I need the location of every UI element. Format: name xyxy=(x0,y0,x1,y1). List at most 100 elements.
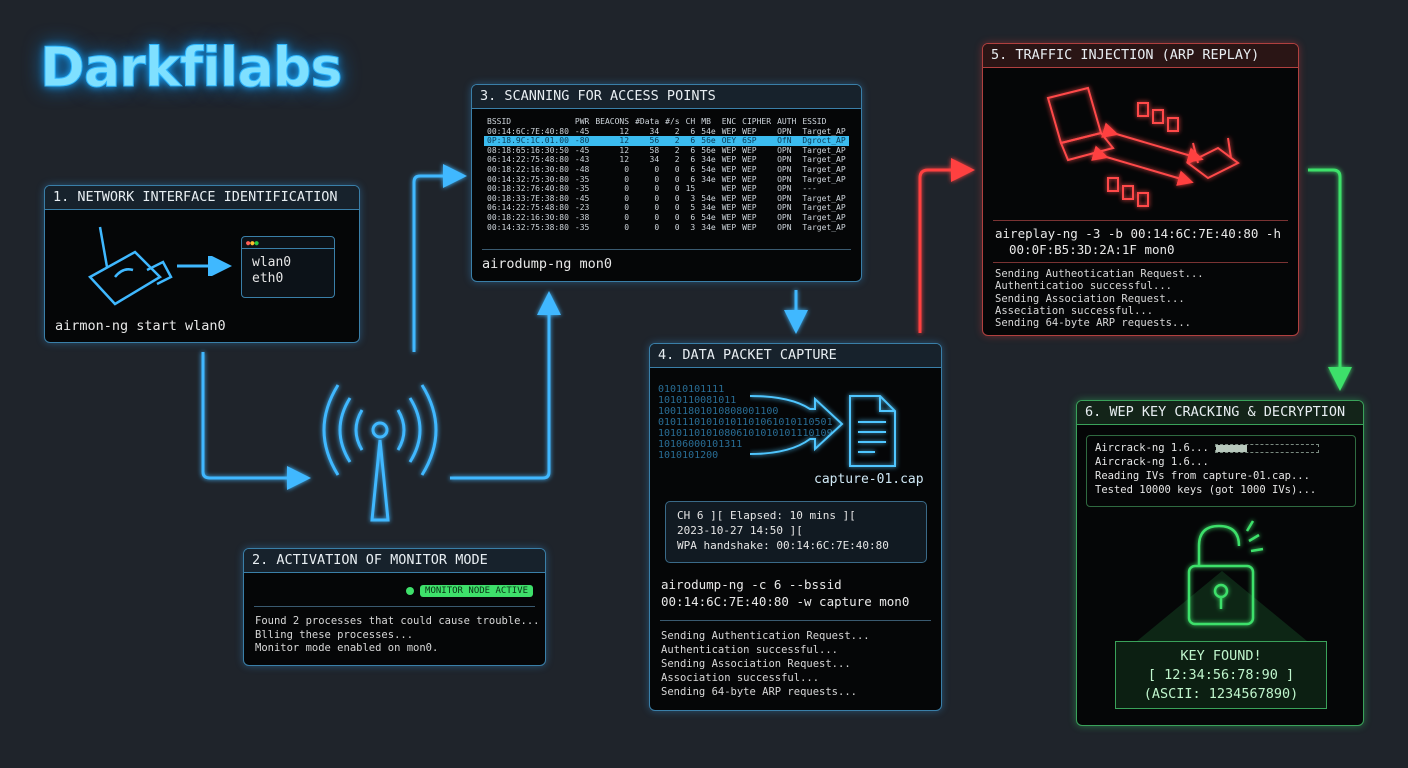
table-cell: -48 xyxy=(574,164,590,174)
crack-progress-bar xyxy=(1215,443,1320,453)
table-cell: WEP xyxy=(742,193,757,203)
laptop-router-injection-icon xyxy=(1046,86,1240,207)
step2-panel: 2. ACTIVATION OF MONITOR MODE MONITOR NO… xyxy=(243,548,546,666)
binary-line: 1010101200 xyxy=(658,450,719,461)
table-cell: 56 xyxy=(632,136,663,146)
column-header: CH xyxy=(685,117,696,126)
arrow-4-to-5 xyxy=(918,158,975,333)
table-cell: -35 xyxy=(574,222,590,232)
step1-title: 1. NETWORK INTERFACE IDENTIFICATION xyxy=(45,186,359,210)
table-cell: 0 xyxy=(674,222,680,232)
table-cell: 0 xyxy=(654,203,660,213)
log-line: Authentication successful... xyxy=(661,644,839,656)
arrow-1-to-antenna xyxy=(201,352,311,490)
key-found-label: KEY FOUND! xyxy=(1180,648,1262,664)
table-cell: 0 xyxy=(674,184,680,194)
table-cell: 54e xyxy=(701,126,716,136)
log-line: Found 2 processes that could cause troub… xyxy=(255,615,540,627)
table-cell: 0 xyxy=(624,212,630,222)
binary-line: 10011801010808001100 xyxy=(658,406,779,417)
table-cell: WEP xyxy=(721,164,737,174)
table-cell: 0 xyxy=(624,184,630,194)
column-header: CIPHER xyxy=(742,117,772,126)
table-cell: 12 xyxy=(619,145,630,155)
table-cell: 3 xyxy=(690,193,696,203)
table-cell: 2 xyxy=(674,155,680,165)
table-cell: 6 xyxy=(690,155,696,165)
table-cell: 00:14:6C:7E:40:80 xyxy=(487,126,569,136)
log-line: Association successful... xyxy=(661,672,820,684)
status-line: CH 6 ][ Elapsed: 10 mins ][ xyxy=(677,509,856,522)
arrow-antenna-to-3b xyxy=(450,291,561,480)
logo: Darkfilabs xyxy=(40,36,344,100)
step2-title: 2. ACTIVATION OF MONITOR MODE xyxy=(244,549,545,573)
table-cell: OPN xyxy=(777,155,792,165)
table-cell: OPN xyxy=(777,174,792,184)
step4-command: airodump-ng -c 6 --bssid xyxy=(661,577,842,592)
table-cell: 2 xyxy=(662,136,683,146)
binary-line: 01011101010101101061010110501 xyxy=(658,417,833,428)
table-cell: -45 xyxy=(574,126,590,136)
status-badge: MONITOR NODE ACTIVE xyxy=(420,585,533,597)
log-line: Blling these processes... xyxy=(255,628,414,641)
table-cell: 54e xyxy=(701,193,716,203)
arrow-antenna-to-3 xyxy=(412,164,467,352)
table-cell: WEP xyxy=(721,145,737,155)
table-cell xyxy=(698,184,718,194)
step4-command: 00:14:6C:7E:40:80 -w capture mon0 xyxy=(661,594,910,609)
log-line: Sending Autheoticatian Request... xyxy=(995,268,1204,280)
table-cell: 00:18:33:7E:38:80 xyxy=(487,193,569,203)
table-cell: WEP xyxy=(721,203,737,213)
key-found-box: KEY FOUND! [ 12:34:56:78:90 ] (ASCII: 12… xyxy=(1115,641,1327,709)
log-line: Sending Authentication Request... xyxy=(661,630,870,642)
antenna-icon xyxy=(322,384,438,522)
step5-command: 00:0F:B5:3D:2A:1F mon0 xyxy=(1009,242,1175,257)
table-cell: 6SP xyxy=(739,136,775,146)
table-cell: 0 xyxy=(624,193,630,203)
table-cell: -38 xyxy=(574,212,590,222)
table-cell: Target_AP xyxy=(802,212,846,222)
table-cell: 6 xyxy=(682,136,699,146)
binary-line: 01010101111 xyxy=(658,384,725,395)
interface-eth0: eth0 xyxy=(252,271,284,286)
table-cell: Target_AP xyxy=(802,126,846,136)
table-cell: 00:14:32:75:38:80 xyxy=(487,222,569,232)
table-cell: 6 xyxy=(690,164,696,174)
table-cell: 34e xyxy=(701,155,716,165)
step1-command: airmon-ng start wlan0 xyxy=(55,318,226,334)
table-cell: Target_AP xyxy=(802,203,846,213)
table-cell: 0 xyxy=(674,212,680,222)
table-cell: --- xyxy=(802,184,817,194)
table-cell: Target_AP xyxy=(802,164,846,174)
table-cell: Target_AP xyxy=(802,174,846,184)
table-cell: 00:18:22:16:30:80 xyxy=(487,212,569,222)
table-cell: WEP xyxy=(742,203,757,213)
table-cell: WEP xyxy=(721,184,737,194)
table-cell: -23 xyxy=(574,203,590,213)
table-cell: -35 xyxy=(574,174,590,184)
table-cell: 34e xyxy=(701,222,716,232)
table-cell: 34e xyxy=(701,174,716,184)
status-line: 2023-10-27 14:50 ][ xyxy=(677,524,803,537)
capture-status-box: CH 6 ][ Elapsed: 10 mins ][ 2023-10-27 1… xyxy=(665,501,927,563)
table-cell: Dgroct_AP xyxy=(799,136,849,146)
table-cell: 0 xyxy=(624,203,630,213)
table-cell: 0 xyxy=(624,222,630,232)
table-cell: 58 xyxy=(649,145,660,155)
usb-wifi-adapter-icon xyxy=(88,226,173,306)
table-cell: WEP xyxy=(721,222,737,232)
table-cell: 0 xyxy=(654,174,660,184)
